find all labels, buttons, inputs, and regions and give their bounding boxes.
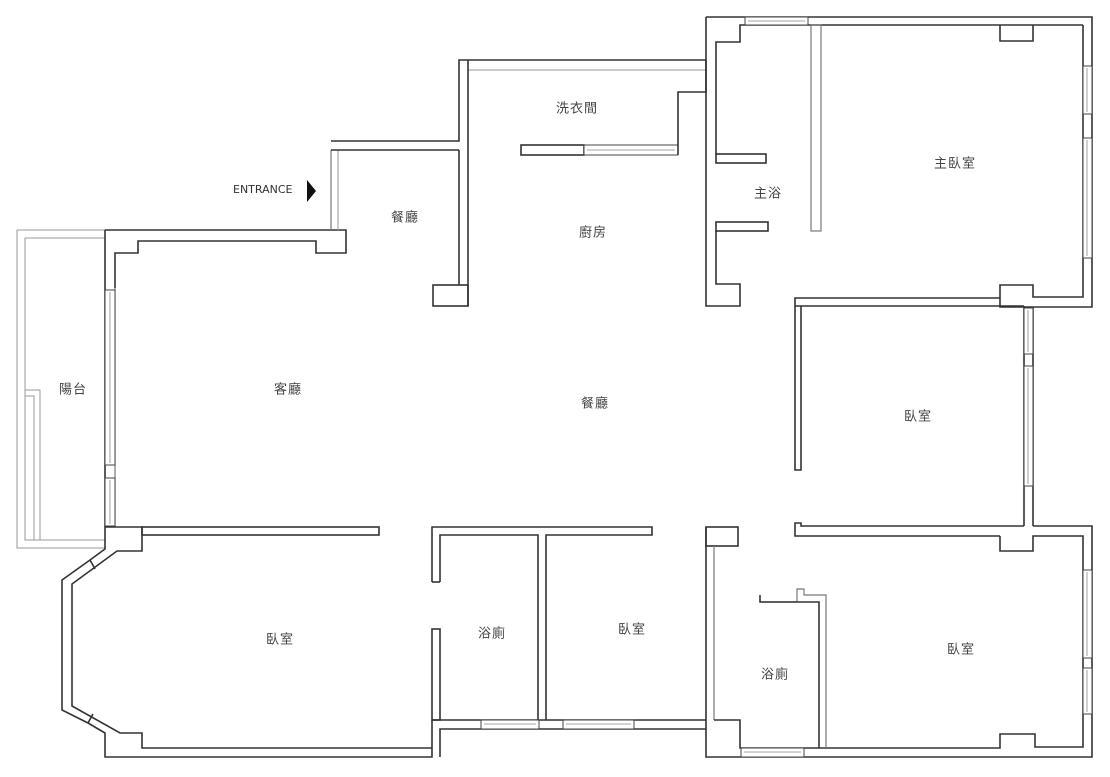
southwest-bedroom-walls [61,526,433,758]
room-label-bathroom-se: 浴廁 [760,667,790,683]
east-bedroom-walls [794,297,1034,537]
room-label-dining: 餐廳 [580,396,610,412]
living-room-walls [104,150,347,527]
entrance-walls [331,59,706,307]
room-label-living-room: 客廳 [273,382,303,398]
room-label-bedroom-se: 臥室 [946,642,976,658]
room-label-bedroom-east: 臥室 [903,409,933,425]
room-label-bedroom-south: 臥室 [617,622,647,638]
south-walls [141,526,706,757]
room-label-laundry: 洗衣間 [555,101,599,117]
entrance-arrow-icon [307,180,316,202]
laundry-divider [520,60,707,156]
entrance-label: ENTRANCE [233,183,293,196]
room-label-bedroom-sw: 臥室 [265,632,295,648]
room-label-dining-top: 餐廳 [390,210,420,226]
room-label-bathroom-center: 浴廁 [477,626,507,642]
room-label-master-bedroom: 主臥室 [933,156,977,172]
northeast-walls [705,16,1093,308]
room-label-balcony: 陽台 [58,382,88,398]
room-label-kitchen: 廚房 [578,225,608,241]
room-label-master-bath: 主浴 [753,186,783,202]
southeast-walls [705,525,1093,758]
